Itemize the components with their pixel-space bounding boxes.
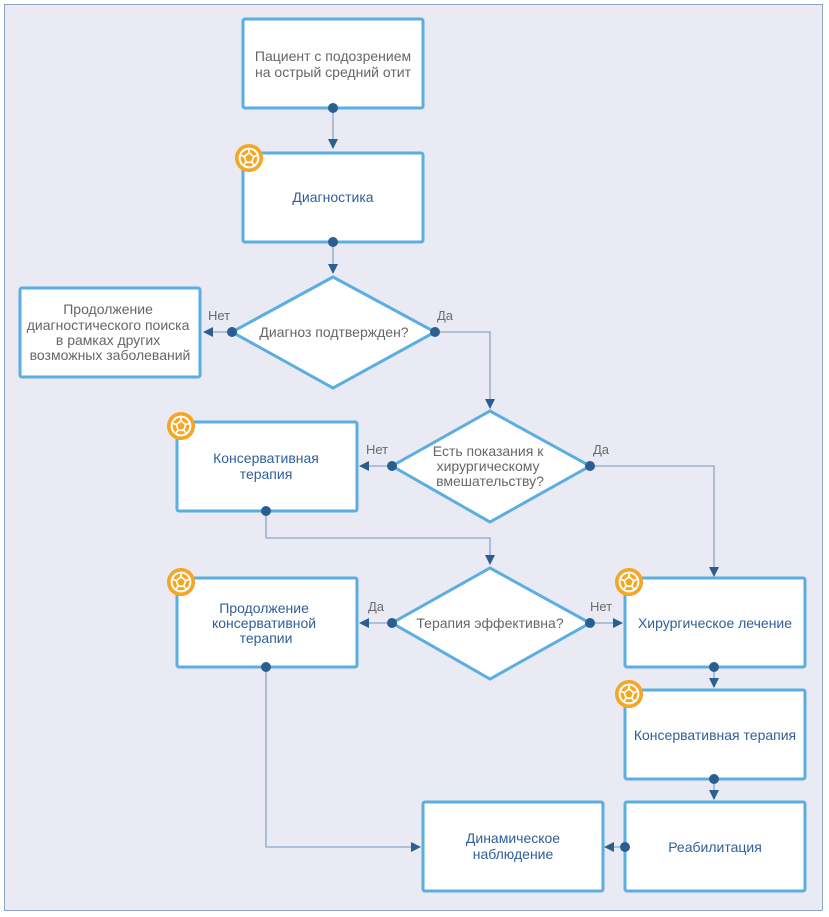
steering-wheel-icon: [614, 679, 644, 709]
svg-text:Диагноз подтвержден?: Диагноз подтвержден?: [259, 324, 408, 340]
node-continue-conservative[interactable]: Продолжение консервативной терапии: [166, 567, 359, 669]
node-continue-diagnostics[interactable]: Продолжение диагностического поиска в ра…: [18, 286, 202, 379]
steering-wheel-icon: [614, 567, 644, 597]
connection-dots: [227, 103, 719, 852]
label-eff-no: Нет: [590, 599, 612, 614]
label-surg-no: Нет: [366, 442, 388, 457]
svg-text:Диагностика: Диагностика: [292, 189, 373, 205]
svg-text:Реабилитация: Реабилитация: [668, 839, 762, 855]
steering-wheel-icon: [166, 411, 196, 441]
node-conservative-therapy-2[interactable]: Консервативная терапия: [614, 679, 807, 781]
edge-continue-observation: [265, 668, 421, 852]
svg-text:Хирургическое лечение: Хирургическое лечение: [638, 615, 792, 631]
decision-surgery-indications[interactable]: Есть показания к хирургическому вмешател…: [388, 409, 594, 524]
decision-diagnosis-confirmed[interactable]: Диагноз подтвержден?: [228, 275, 439, 390]
node-diagnostics[interactable]: Диагностика: [234, 143, 425, 244]
svg-text:Продолжение диагностичес: Продолжение диагностического поиска в ра…: [27, 301, 194, 363]
edge-decision-yes: [435, 331, 495, 409]
edge-labels: Нет Да Нет Да Да Нет: [208, 308, 612, 614]
label-eff-yes: Да: [368, 599, 385, 614]
decision-therapy-effective[interactable]: Терапия эффективна?: [388, 566, 594, 681]
steering-wheel-icon: [166, 567, 196, 597]
svg-text:Консервативная терапия: Консервативная терапия: [634, 727, 796, 743]
svg-text:Есть показания к хирурги: Есть показания к хирургическому вмешател…: [433, 443, 547, 489]
svg-text:Терапия эффективна?: Терапия эффективна?: [416, 615, 563, 631]
node-surgical-treatment[interactable]: Хирургическое лечение: [614, 567, 807, 669]
node-rehabilitation[interactable]: Реабилитация: [623, 800, 807, 893]
svg-text:Продолжение консервативн: Продолжение консервативной терапии: [212, 600, 320, 646]
label-surg-yes: Да: [593, 442, 610, 457]
steering-wheel-icon: [234, 143, 264, 173]
label-diag-yes: Да: [437, 308, 454, 323]
edge-surg-yes: [590, 465, 719, 577]
label-diag-no: Нет: [208, 308, 230, 323]
edge-conservative-effective: [265, 512, 495, 565]
